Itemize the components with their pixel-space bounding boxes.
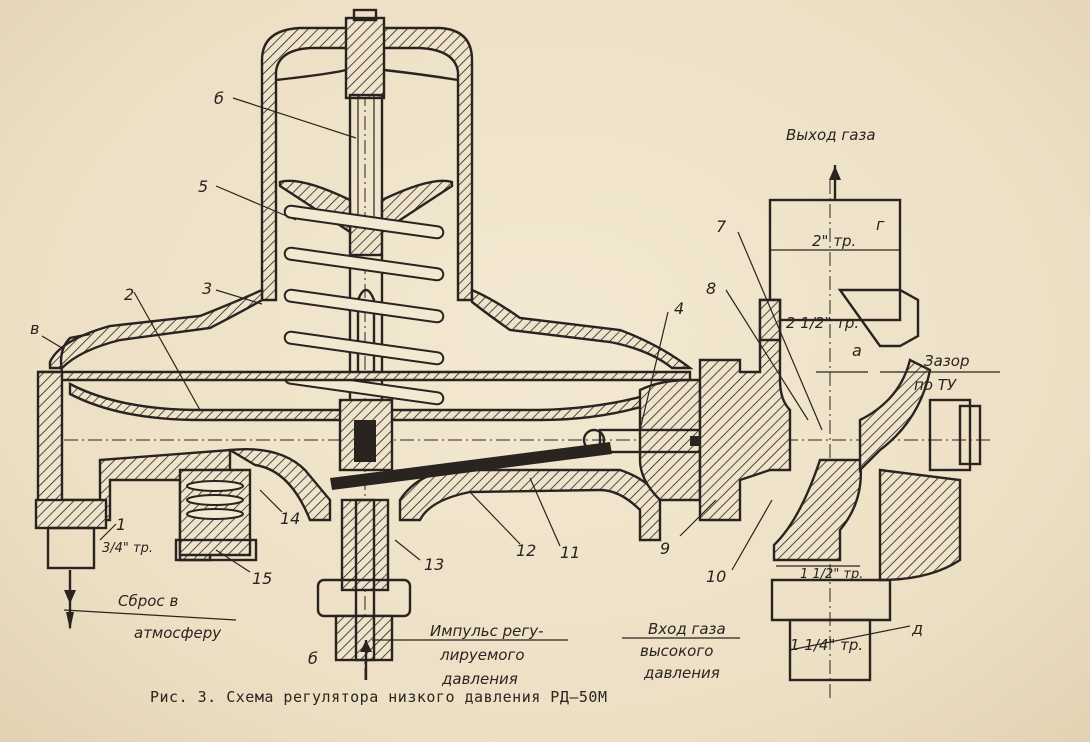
label-gas-in-3: давления <box>643 664 720 682</box>
label-1: 1 <box>116 515 126 534</box>
label-impulse-1: Импульс регу- <box>430 622 544 640</box>
label-14: 14 <box>280 509 300 528</box>
label-b: б <box>308 649 318 668</box>
label-gas-in-2: высокого <box>640 642 713 660</box>
label-2: 2 <box>124 285 134 304</box>
label-gas-out: Выход газа <box>786 126 876 144</box>
inlet-pipe <box>770 565 892 682</box>
label-8: 8 <box>706 279 716 298</box>
impulse-fitting <box>316 498 412 662</box>
label-v: в <box>30 319 39 338</box>
label-g: г <box>876 215 885 234</box>
label-pipe-2-1-2: 2 1/2" тр. <box>786 314 859 332</box>
label-pipe-2: 2" тр. <box>812 232 856 250</box>
label-gas-in-1: Вход газа <box>648 620 726 638</box>
spring-coils <box>283 204 445 406</box>
label-pipe-1-1-2: 1 1/2" тр. <box>800 567 863 582</box>
label-gap-tu: по ТУ <box>914 376 957 394</box>
label-pipe-1-1-4: 1 1/4" тр. <box>790 636 863 654</box>
label-5: 5 <box>198 177 208 196</box>
label-d: д <box>911 619 923 638</box>
label-vent-2: атмосферу <box>134 624 222 642</box>
flow-arrows <box>64 165 841 680</box>
outlet-pipe <box>758 198 920 348</box>
label-12: 12 <box>516 541 536 560</box>
vent-port <box>34 332 108 570</box>
label-impulse-2: лируемого <box>439 646 525 664</box>
label-6: б <box>214 89 224 108</box>
spring-plate <box>278 179 454 235</box>
label-13: 13 <box>424 555 444 574</box>
label-gap: Зазор <box>924 352 969 370</box>
figure-caption: Рис. 3. Схема регулятора низкого давлени… <box>150 688 608 706</box>
lever <box>330 442 612 490</box>
label-7: 7 <box>716 217 727 236</box>
side-fitting <box>928 398 982 472</box>
label-11: 11 <box>560 543 580 562</box>
label-4: 4 <box>674 299 684 318</box>
label-pipe-3-4: 3/4" тр. <box>102 541 153 556</box>
label-10: 10 <box>706 567 726 586</box>
label-vent-1: Сброс в <box>118 592 178 610</box>
label-3: 3 <box>202 279 212 298</box>
label-a: а <box>852 341 862 360</box>
spring-housing <box>260 8 474 302</box>
leader-lines <box>41 97 1000 651</box>
label-9: 9 <box>660 539 670 558</box>
valve-spring <box>186 480 244 520</box>
lever-pin <box>354 420 376 462</box>
label-impulse-3: давления <box>441 670 518 688</box>
label-15: 15 <box>252 569 272 588</box>
